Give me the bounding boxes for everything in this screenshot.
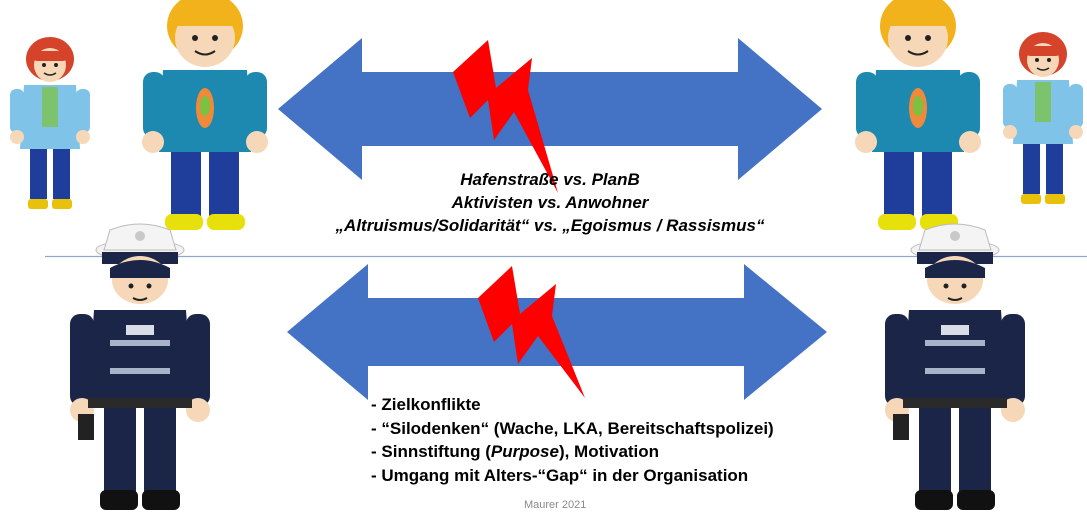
top-caption: Hafenstraße vs. PlanB Aktivisten vs. Anw… (290, 168, 810, 237)
bullet-item: - Umgang mit Alters-“Gap“ in der Organis… (371, 465, 749, 485)
boy-figure-icon (854, 0, 982, 231)
bullet-item: - “Silodenken“ (Wache, LKA, Bereitschaft… (371, 418, 774, 438)
lightning-icon (453, 40, 558, 193)
police-figure-icon (69, 223, 211, 511)
double-arrow-icon (278, 38, 822, 180)
bullet-list: - Zielkonflikte - “Silodenken“ (Wache, L… (371, 393, 774, 487)
bullet-item: - Zielkonflikte (371, 395, 481, 414)
bullet-prefix: - Sinnstiftung ( (371, 442, 491, 461)
footer-credit: Maurer 2021 (524, 499, 587, 511)
police-figure-icon (884, 223, 1026, 511)
bullet-emphasis: Purpose (490, 442, 559, 461)
caption-line: Aktivisten vs. Anwohner (451, 193, 649, 212)
boy-figure-icon (141, 0, 269, 231)
girl-figure-icon (1002, 31, 1084, 205)
girl-figure-icon (9, 36, 91, 210)
bullet-suffix: ), Motivation (558, 442, 660, 461)
bullet-item: - Sinnstiftung (Purpose), Motivation (371, 440, 774, 464)
caption-line: „Altruismus/Solidarität“ vs. „Egoismus /… (335, 216, 765, 235)
lightning-icon (478, 266, 585, 398)
caption-line: Hafenstraße vs. PlanB (460, 170, 640, 189)
